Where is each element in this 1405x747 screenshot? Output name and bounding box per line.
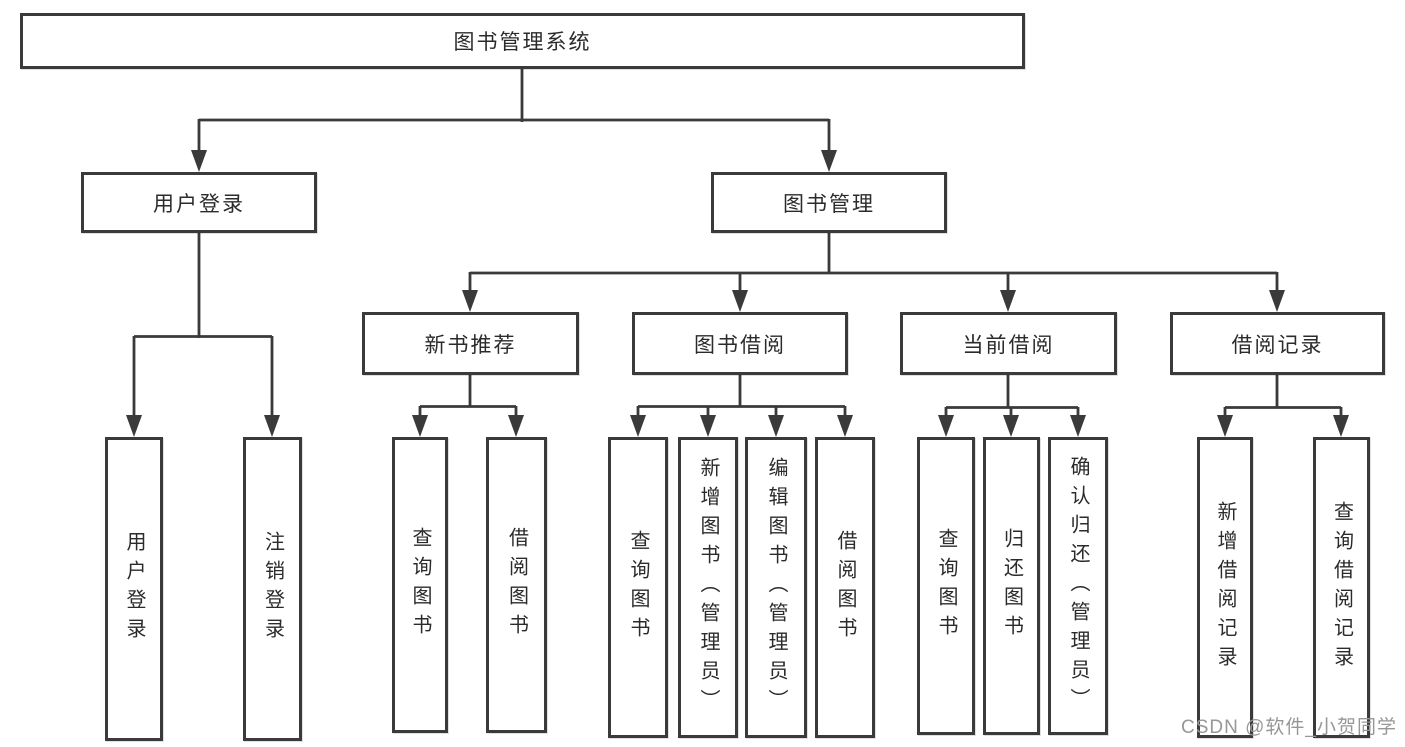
node-book-management: 图书管理 bbox=[711, 172, 947, 233]
leaf-user-login: 用户登录 bbox=[105, 437, 163, 741]
leaf-add-books-admin: 新增图书（管理员） bbox=[678, 437, 738, 738]
node-new-book-recommendation: 新书推荐 bbox=[362, 312, 579, 375]
leaf-return-books: 归还图书 bbox=[983, 437, 1040, 735]
leaf-borrow-books-recommend: 借阅图书 bbox=[486, 437, 547, 733]
node-book-borrowing: 图书借阅 bbox=[632, 312, 848, 375]
leaf-query-books-borrowing: 查询图书 bbox=[608, 437, 668, 738]
node-current-borrowing: 当前借阅 bbox=[900, 312, 1117, 375]
leaf-query-borrow-record: 查询借阅记录 bbox=[1313, 437, 1370, 738]
leaf-query-books-recommend: 查询图书 bbox=[392, 437, 448, 733]
node-user-login: 用户登录 bbox=[81, 172, 317, 233]
node-library-management-system: 图书管理系统 bbox=[20, 13, 1025, 69]
leaf-borrow-books: 借阅图书 bbox=[815, 437, 875, 738]
csdn-watermark: CSDN @软件_小贺同学 bbox=[1181, 717, 1397, 738]
leaf-add-borrow-record: 新增借阅记录 bbox=[1197, 437, 1253, 738]
leaf-query-books-current: 查询图书 bbox=[917, 437, 975, 735]
leaf-edit-books-admin: 编辑图书（管理员） bbox=[745, 437, 807, 738]
leaf-confirm-return-admin: 确认归还（管理员） bbox=[1048, 437, 1108, 735]
leaf-logout: 注销登录 bbox=[243, 437, 302, 741]
node-borrowing-records: 借阅记录 bbox=[1170, 312, 1385, 375]
